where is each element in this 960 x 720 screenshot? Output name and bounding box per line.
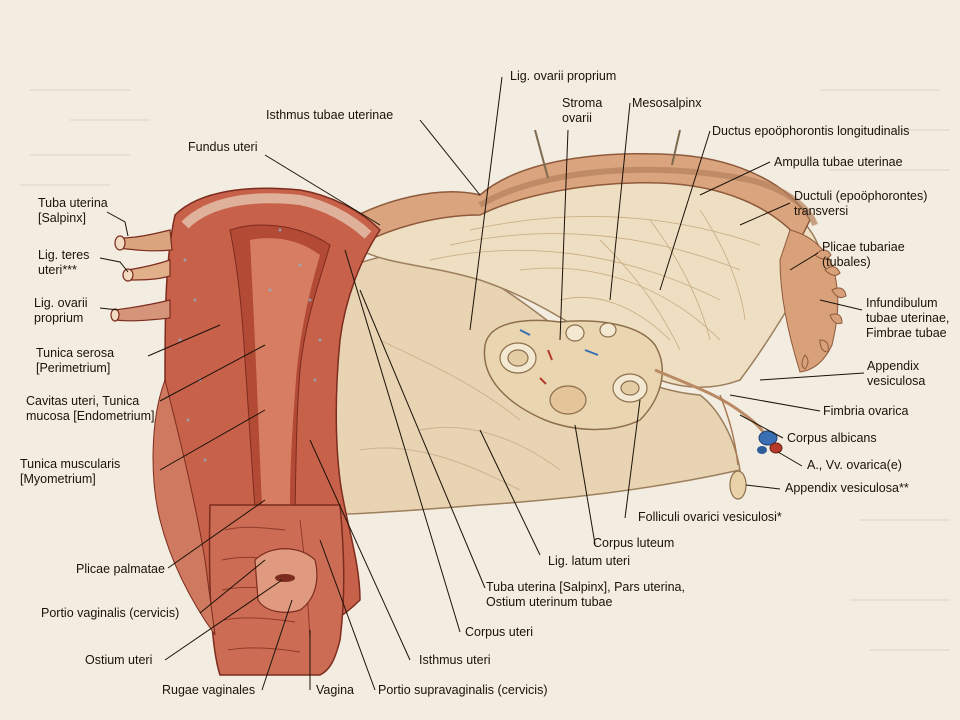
appendix-vesiculosa-stalk bbox=[719, 394, 739, 466]
label-plicae-tubariae: Plicae tubariae (tubales) bbox=[822, 240, 905, 269]
label-tuba-pars: Tuba uterina [Salpinx], Pars uterina, Os… bbox=[486, 580, 685, 609]
label-tunica-muscularis: Tunica muscularis [Myometrium] bbox=[20, 457, 121, 486]
rugae-vaginales-folds bbox=[221, 519, 311, 653]
background-bleed bbox=[20, 89, 950, 651]
label-lig-ovarii-top: Lig. ovarii proprium bbox=[510, 69, 617, 83]
uterus-stipple bbox=[178, 228, 322, 462]
label-lig-latum: Lig. latum uteri bbox=[548, 554, 630, 568]
label-infundibulum: Infundibulum tubae uterinae, Fimbrae tub… bbox=[866, 296, 950, 340]
label-ductus: Ductus epoöphorontis longitudinalis bbox=[712, 124, 910, 138]
leader-lines bbox=[99, 76, 865, 691]
ovarian-vessels-cut bbox=[757, 430, 783, 454]
appendix-vesiculosa-bulb bbox=[729, 470, 747, 500]
label-plicae-palmatae: Plicae palmatae bbox=[76, 562, 165, 576]
label-appendix-vesiculosa-2: Appendix vesiculosa** bbox=[785, 481, 909, 495]
label-appendix-vesiculosa-1: Appendix vesiculosa bbox=[867, 359, 926, 388]
left-stumps bbox=[110, 229, 173, 322]
label-cavitas: Cavitas uteri, Tunica mucosa [Endometriu… bbox=[26, 394, 155, 423]
label-portio-supra: Portio supravaginalis (cervicis) bbox=[378, 683, 548, 697]
fimbriae bbox=[779, 229, 847, 373]
mesosalpinx-fibers bbox=[429, 209, 761, 351]
label-portio-vaginalis: Portio vaginalis (cervicis) bbox=[41, 606, 180, 620]
label-tuba-uterina: Tuba uterina [Salpinx] bbox=[38, 196, 108, 225]
label-corpus-luteum: Corpus luteum bbox=[593, 536, 675, 550]
label-corpus-uteri: Corpus uteri bbox=[465, 625, 534, 639]
label-ampulla: Ampulla tubae uterinae bbox=[774, 155, 903, 169]
label-lig-ovarii-left: Lig. ovarii proprium bbox=[34, 296, 88, 325]
label-fimbria-ovarica: Fimbria ovarica bbox=[823, 404, 909, 418]
label-isthmus-tubae: Isthmus tubae uterinae bbox=[266, 108, 394, 122]
parametrium-fringe bbox=[152, 378, 216, 636]
label-lig-teres: Lig. teres uteri*** bbox=[38, 248, 90, 277]
label-vagina: Vagina bbox=[316, 683, 354, 697]
ostium-uteri-opening bbox=[275, 574, 295, 582]
label-ductuli: Ductuli (epoöphorontes) transversi bbox=[794, 189, 928, 218]
label-isthmus-uteri: Isthmus uteri bbox=[419, 653, 491, 667]
dissection-pins bbox=[534, 129, 681, 179]
label-corpus-albicans: Corpus albicans bbox=[787, 431, 877, 445]
label-stroma-ovarii: Stroma ovarii bbox=[562, 96, 603, 125]
ovary-vessels bbox=[519, 329, 599, 385]
uterus-serosa-layer bbox=[181, 193, 372, 239]
label-mesosalpinx: Mesosalpinx bbox=[632, 96, 702, 110]
label-a-vv-ovarica: A., Vv. ovarica(e) bbox=[807, 458, 902, 472]
label-folliculi: Folliculi ovarici vesiculosi* bbox=[638, 510, 782, 524]
label-rugae: Rugae vaginales bbox=[162, 683, 256, 697]
label-fundus-uteri: Fundus uteri bbox=[188, 140, 258, 154]
tube-wall bbox=[478, 166, 818, 227]
label-ostium-uteri: Ostium uteri bbox=[85, 653, 153, 667]
endometrium bbox=[250, 238, 320, 505]
label-tunica-serosa: Tunica serosa [Perimetrium] bbox=[36, 346, 115, 375]
ovary-follicles bbox=[499, 322, 648, 415]
